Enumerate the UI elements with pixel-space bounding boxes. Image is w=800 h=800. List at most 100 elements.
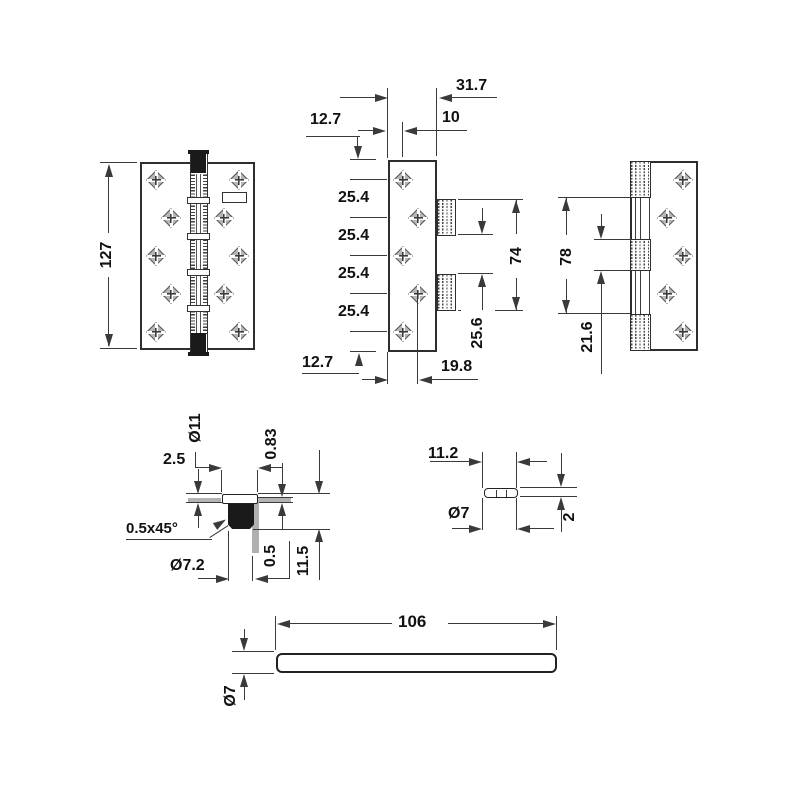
dim-line — [340, 97, 375, 99]
ext-line — [387, 88, 389, 158]
ext-line — [482, 452, 484, 488]
ext-line — [350, 217, 387, 219]
dim-arrow — [209, 464, 222, 472]
washer-edge — [188, 498, 221, 502]
dim-line — [358, 130, 374, 132]
hinge-pin-rod — [276, 653, 557, 673]
dim-line — [561, 510, 563, 532]
dim-arrow — [375, 94, 388, 102]
dim-line — [561, 453, 563, 474]
dim-arrow — [512, 297, 520, 310]
dim-label-center-knuckle-height: 21.6 — [579, 321, 596, 353]
dim-arrow — [478, 221, 486, 234]
ext-line — [458, 199, 523, 201]
ext-line — [257, 470, 259, 492]
knuckle — [437, 199, 456, 236]
hinge-pin-section — [252, 502, 259, 553]
dim-line — [452, 528, 469, 530]
dim-label-total-width: 31.7 — [456, 77, 488, 94]
ext-line — [100, 162, 137, 164]
dim-arrow — [278, 503, 286, 516]
ext-line — [258, 493, 330, 495]
ext-line — [232, 651, 274, 653]
screw-hole — [658, 285, 676, 303]
surface-line — [258, 502, 293, 504]
dim-label-flange-height: 2.5 — [163, 451, 186, 468]
screw-hole — [230, 171, 248, 189]
dim-arrow — [404, 127, 417, 135]
ext-line — [350, 159, 376, 161]
knuckle-joint-collar — [187, 305, 210, 312]
ext-line — [350, 293, 387, 295]
dim-arrow — [194, 481, 202, 494]
knuckle — [437, 274, 456, 311]
screw-hole — [147, 247, 165, 265]
bushing-flange — [222, 494, 258, 504]
dim-label-total-height: 11.5 — [295, 545, 312, 577]
ext-line — [350, 331, 387, 333]
leader-line — [357, 136, 359, 147]
pin-line — [200, 174, 202, 334]
dim-label-front-height: 127 — [90, 233, 124, 277]
dim-line — [530, 461, 547, 463]
dim-line — [282, 516, 284, 529]
leader-line — [195, 452, 197, 468]
dim-arrow — [278, 484, 286, 497]
dim-line — [530, 528, 554, 530]
ext-line — [221, 470, 223, 492]
screw-hole — [162, 285, 180, 303]
dim-arrow — [562, 300, 570, 313]
dim-label-hole-pitch: 25.4 — [338, 303, 370, 320]
dim-line — [198, 578, 217, 580]
dim-arrow — [315, 481, 323, 494]
stamp-plate — [222, 192, 247, 203]
ext-line — [387, 352, 389, 384]
dim-line — [482, 208, 484, 222]
knurl-band-left — [191, 174, 195, 334]
screw-hole — [394, 171, 412, 189]
surface-line — [186, 502, 222, 504]
knuckle — [630, 314, 651, 351]
dim-arrow — [240, 638, 248, 651]
dim-arrow — [597, 271, 605, 284]
surface-line — [186, 493, 222, 495]
ext-line — [520, 487, 577, 489]
screw-hole — [215, 285, 233, 303]
dim-arrow — [419, 376, 432, 384]
knuckle-joint-collar — [187, 233, 210, 240]
dim-line — [244, 687, 246, 700]
washer-hole-line — [506, 490, 508, 497]
dim-arrow — [517, 525, 530, 533]
washer-hole-line — [496, 490, 498, 497]
dim-line — [268, 578, 290, 580]
dim-arrow — [557, 497, 565, 510]
ext-line — [417, 294, 419, 384]
dim-label-washer-outer: 11.2 — [428, 445, 459, 462]
dim-arrow — [373, 127, 386, 135]
dim-arrow — [469, 458, 482, 466]
screw-hole — [215, 209, 233, 227]
dim-line — [198, 516, 200, 528]
dim-label-edge-margin-top: 12.7 — [310, 111, 342, 128]
dim-label-washer-thickness: 2 — [561, 512, 578, 522]
dim-arrow — [557, 474, 565, 487]
screw-hole — [230, 247, 248, 265]
ext-line — [350, 351, 376, 353]
dim-label-knuckle-opening: 78 — [550, 235, 584, 279]
dim-arrow — [478, 274, 486, 287]
dim-line — [432, 379, 478, 381]
pin-line — [196, 174, 198, 334]
dim-arrow — [439, 94, 452, 102]
dim-label-washer-hole: Ø7 — [448, 505, 470, 522]
pin-cap-top — [191, 153, 206, 173]
dim-line — [319, 450, 321, 481]
ext-line — [594, 270, 630, 272]
ext-line — [436, 88, 438, 156]
screw-hole — [674, 171, 692, 189]
ext-line — [594, 239, 630, 241]
knurl-band-right — [203, 174, 207, 334]
ext-line — [228, 531, 230, 581]
ext-line — [458, 273, 493, 275]
surface-line — [258, 497, 293, 499]
dim-arrow — [517, 458, 530, 466]
